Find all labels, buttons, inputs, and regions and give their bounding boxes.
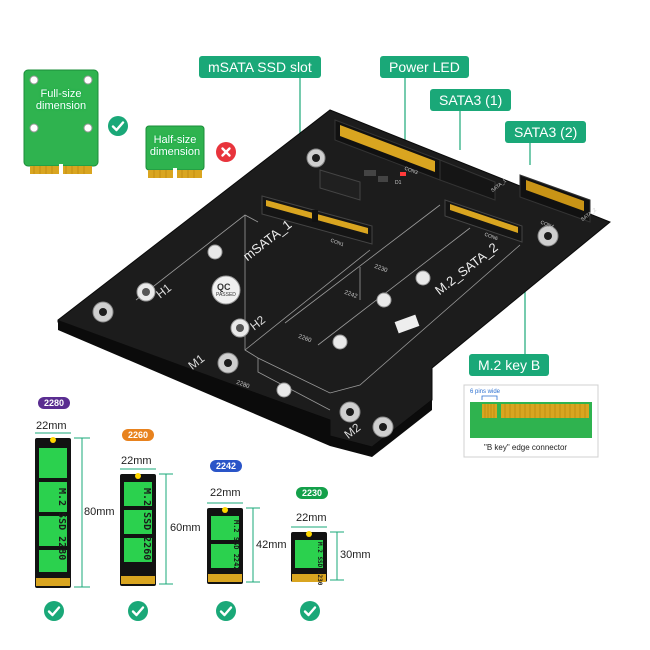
full-size-card-image <box>23 69 99 174</box>
ssd-2260-label: M.2 SSD 2260 <box>141 488 152 561</box>
callout-sata3-2: SATA3 (2) <box>505 121 587 143</box>
ssd-2230-badge: 2230 <box>296 487 329 499</box>
led-label-d1: D1 <box>395 180 402 186</box>
ssd-2230-check-icon <box>300 601 320 621</box>
half-size-reject-icon <box>216 142 236 162</box>
sata-connector-2 <box>519 174 591 223</box>
msata-full-size-card: Full-size dimension <box>22 68 100 176</box>
callout-sata3-1: SATA3 (1) <box>430 89 512 111</box>
m2-slot-connector <box>444 199 523 243</box>
ssd-2242-badge: 2242 <box>210 460 243 472</box>
ssd-2242-image <box>207 502 260 584</box>
callout-msata-slot: mSATA SSD slot <box>199 56 321 78</box>
half-size-card-image <box>145 125 205 178</box>
callout-power-led: Power LED <box>380 56 469 78</box>
msata-half-size-card: Half-size dimension <box>144 124 206 180</box>
ssd-2242-label: M.2 SSD 2242 <box>232 520 240 571</box>
ssd-2230-length: 30mm <box>340 549 371 561</box>
ssd-2242-width: 22mm <box>210 487 241 499</box>
ssd-2280-length: 80mm <box>84 506 115 518</box>
ssd-2242-check-icon <box>216 601 236 621</box>
ssd-2280-badge: 2280 <box>38 397 71 409</box>
qc-sticker-sub: PASSED <box>216 292 236 298</box>
ssd-2260-badge: 2260 <box>122 429 155 441</box>
ssd-2280-image <box>35 432 90 588</box>
ssd-2280-check-icon <box>44 601 64 621</box>
ssd-2260-width: 22mm <box>121 455 152 467</box>
ssd-2260-image <box>120 468 173 586</box>
ssd-2230-image <box>291 526 344 582</box>
ssd-2230-label: M.2 SSD 2230 <box>316 542 323 586</box>
qc-sticker-text: QC <box>217 282 231 292</box>
ssd-2230-width: 22mm <box>296 512 327 524</box>
ssd-2260-length: 60mm <box>170 522 201 534</box>
ssd-2260-check-icon <box>128 601 148 621</box>
full-size-label: Full-size dimension <box>35 88 87 112</box>
ssd-2242-length: 42mm <box>256 539 287 551</box>
ssd-2280-label: M.2 SSD 2280 <box>56 488 67 561</box>
full-size-check-icon <box>108 116 128 136</box>
ssd-2280-width: 22mm <box>36 420 67 432</box>
keyb-pins-note: 6 pins wide <box>470 389 501 395</box>
keyb-caption: "B key" edge connector <box>484 443 568 452</box>
keyb-inset <box>463 384 599 458</box>
callout-m2-key-b: M.2 key B <box>469 354 550 376</box>
half-size-label: Half-size dimension <box>149 134 201 158</box>
sata-connector-1 <box>334 119 496 201</box>
msata-slot-connector <box>261 195 373 245</box>
